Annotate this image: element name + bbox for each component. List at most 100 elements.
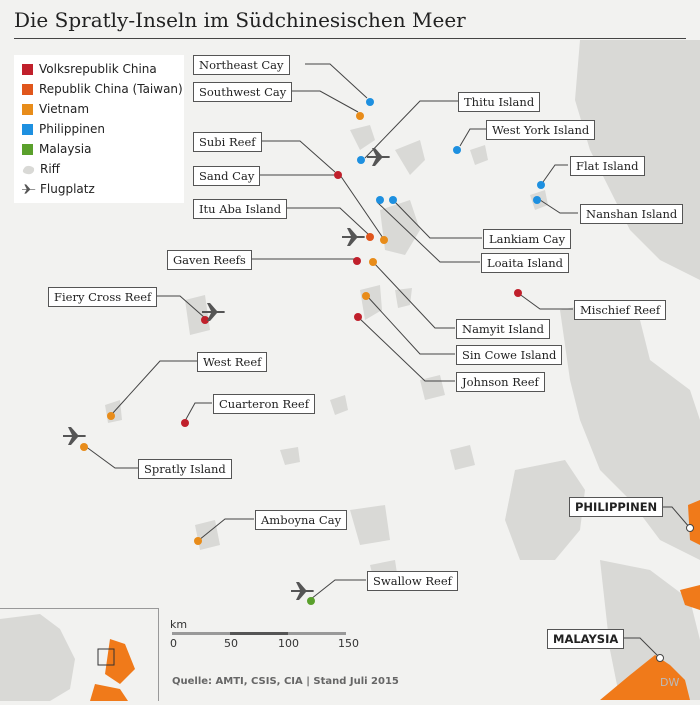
dot-northeast-cay — [366, 98, 374, 106]
dot-cuarteron-reef — [181, 419, 189, 427]
legend-item-malaysia: Malaysia — [22, 140, 91, 158]
dot-loaita-island — [389, 196, 397, 204]
legend-swatch — [22, 83, 33, 95]
title-divider — [14, 38, 686, 39]
reef-shape-icon — [22, 165, 35, 174]
source-note: Quelle: AMTI, CSIS, CIA | Stand Juli 201… — [172, 676, 399, 687]
scale-tick-label: 100 — [278, 637, 299, 650]
reef-shape — [280, 447, 300, 465]
dot-johnson-reef — [354, 313, 362, 321]
label-cuarteron-reef: Cuarteron Reef — [213, 394, 315, 414]
airplane-icon — [367, 148, 390, 166]
scale-segment — [172, 632, 230, 635]
label-gaven-reefs: Gaven Reefs — [167, 250, 252, 270]
philippines-land — [688, 500, 700, 545]
dot-spratly-island — [80, 443, 88, 451]
scale-segment — [288, 632, 346, 635]
legend-swatch — [22, 63, 33, 75]
locator-inset-map — [0, 608, 159, 701]
leader-thitu-island — [364, 100, 458, 159]
reef-shape — [395, 288, 412, 308]
leader-swallow-reef — [310, 579, 366, 600]
label-southwest-cay: Southwest Cay — [193, 82, 293, 102]
airfields — [63, 148, 390, 600]
dot-swallow-reef — [307, 597, 315, 605]
label-philippinen: PHILIPPINEN — [569, 497, 664, 517]
label-amboyna-cay: Amboyna Cay — [255, 510, 348, 530]
scale-tick-label: 150 — [338, 637, 359, 650]
airplane-icon — [342, 228, 365, 246]
dot-gaven-reefs — [353, 257, 361, 265]
leader-west-york-island — [459, 128, 486, 147]
leader-flat-island — [542, 164, 568, 183]
label-flat-island: Flat Island — [570, 156, 645, 176]
reef-shape — [330, 395, 348, 415]
dot-west-reef — [107, 412, 115, 420]
inset-svg — [0, 614, 135, 701]
legend-label: Flugplatz — [40, 182, 95, 196]
label-sin-cowe-island: Sin Cowe Island — [456, 345, 563, 365]
leader-lankiam-cay — [392, 199, 482, 239]
label-west-reef: West Reef — [197, 352, 268, 372]
leader-nanshan-island — [536, 197, 578, 214]
leader-amboyna-cay — [198, 518, 254, 541]
legend-item-volksrepublik-china: Volksrepublik China — [22, 60, 157, 78]
inset-locator-box — [97, 648, 115, 666]
reef-shape — [350, 505, 390, 545]
scale-segment — [230, 632, 288, 635]
dot-itu-aba-island — [366, 233, 374, 241]
legend-swatch — [22, 123, 33, 135]
legend-label: Republik China (Taiwan) — [39, 82, 183, 96]
dot-namyit-island — [369, 258, 377, 266]
leader-loaita-island — [376, 201, 480, 263]
malaysia-land — [600, 655, 690, 700]
leader-namyit-island — [372, 261, 455, 329]
dot-nanshan-island — [533, 196, 541, 204]
reef-shape — [470, 145, 488, 165]
label-namyit-island: Namyit Island — [456, 319, 551, 339]
reef-shape — [350, 125, 375, 150]
label-loaita-island: Loaita Island — [481, 253, 569, 273]
dot-west-york-island — [453, 146, 461, 154]
label-sand-cay: Sand Cay — [193, 166, 261, 186]
map-title: Die Spratly-Inseln im Südchinesischen Me… — [14, 8, 466, 32]
legend-label: Riff — [40, 162, 60, 176]
leader-itu-aba-island — [283, 207, 369, 235]
legend-item-taiwan: Republik China (Taiwan) — [22, 80, 183, 98]
reef-shape — [505, 460, 585, 560]
reef-shape — [185, 295, 210, 335]
leader-northeast-cay — [305, 63, 368, 99]
dot-sand-cay — [380, 236, 388, 244]
airplane-icon — [291, 582, 314, 600]
dot-amboyna-cay — [194, 537, 202, 545]
leader-lines — [84, 63, 691, 659]
reef-shape — [600, 560, 700, 700]
dw-logo: DW — [660, 676, 680, 689]
legend-item-riff: Riff — [22, 160, 60, 178]
scale-tick-label: 0 — [170, 637, 177, 650]
scale-tick-label: 50 — [224, 637, 238, 650]
leader-southwest-cay — [285, 90, 359, 113]
inset-land — [90, 684, 128, 701]
airplane-icon — [202, 303, 225, 321]
dot-lankiam-cay — [376, 196, 384, 204]
scale-bar: km 0 50 100 150 — [170, 618, 360, 654]
dot-philippinen — [686, 524, 694, 532]
label-lankiam-cay: Lankiam Cay — [483, 229, 572, 249]
reef-shape — [560, 300, 700, 560]
philippines-land — [680, 585, 700, 610]
airplane-icon — [22, 184, 36, 194]
dot-southwest-cay — [356, 112, 364, 120]
dot-sin-cowe-island — [362, 292, 370, 300]
leader-malaysia — [618, 637, 661, 659]
dot-fiery-cross-reef — [201, 316, 209, 324]
label-nanshan-island: Nanshan Island — [580, 204, 684, 224]
legend-label: Philippinen — [39, 122, 106, 136]
dot-subi-reef — [334, 171, 342, 179]
feature-dots — [80, 98, 545, 605]
inset-land — [0, 614, 75, 701]
legend-item-flugplatz: Flugplatz — [22, 180, 95, 198]
inset-land — [105, 639, 135, 684]
legend-label: Malaysia — [39, 142, 92, 156]
